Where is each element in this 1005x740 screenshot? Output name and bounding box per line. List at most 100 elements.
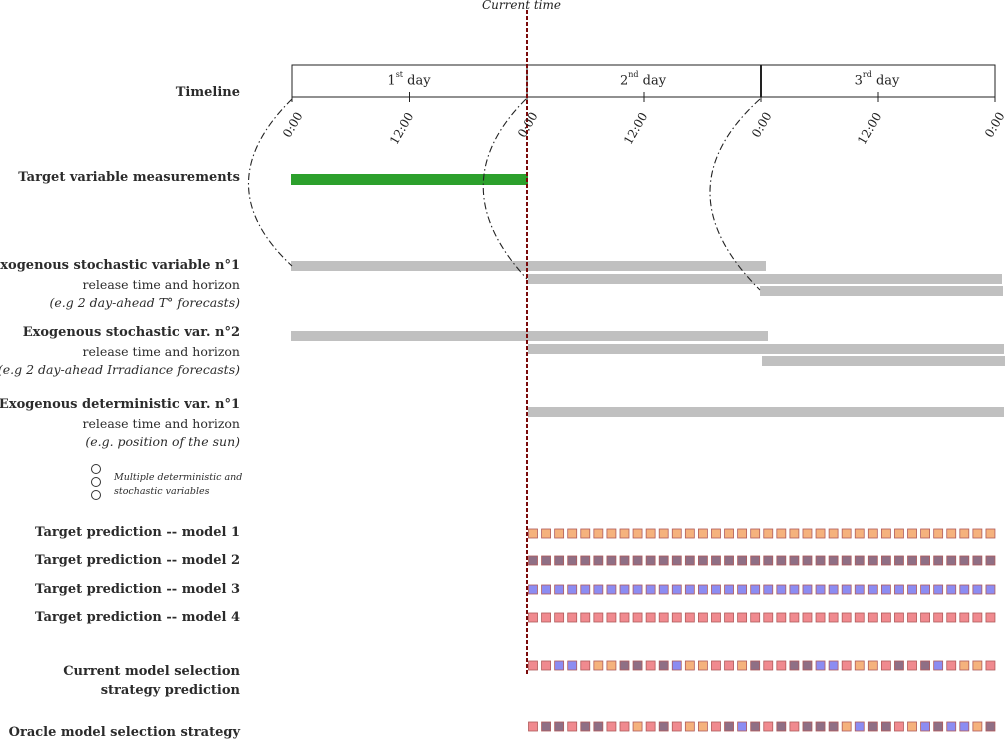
ellipsis-circle [91, 464, 101, 474]
model-3-prediction-square [972, 584, 983, 595]
current-strategy-square [802, 660, 813, 671]
model-2-prediction-square [867, 555, 878, 566]
oracle-strategy-square [920, 721, 930, 732]
current-strategy-square [580, 660, 591, 671]
model-2-prediction-square [933, 555, 944, 566]
model-3-prediction-square [815, 584, 826, 595]
model-3-prediction-square [580, 584, 591, 595]
oracle-strategy-square [554, 721, 565, 732]
model-3-prediction-square [737, 584, 748, 595]
model-2-prediction-square [632, 555, 643, 566]
model-1-prediction-square [684, 528, 695, 539]
oracle-strategy-square [776, 721, 787, 732]
oracle-strategy-square [580, 721, 591, 732]
model-1-prediction-square [619, 528, 630, 539]
model-4-prediction-square [894, 612, 904, 623]
det1-subtitle: release time and horizon [82, 416, 240, 431]
model-1-prediction-square [671, 528, 682, 539]
current-strategy-label-line2: strategy prediction [100, 683, 240, 698]
model-1-prediction-square [737, 528, 748, 539]
model-3-prediction-square [619, 584, 630, 595]
model-2-prediction-square [737, 555, 748, 566]
model-2-prediction-square [593, 555, 604, 566]
model-2-prediction-square [658, 555, 669, 566]
current-strategy-label-line1: Current model selection [63, 664, 240, 679]
model-2-prediction-square [841, 555, 852, 566]
model-1-label: Target prediction -- model 1 [35, 525, 240, 540]
model-1-prediction-square [580, 528, 591, 539]
model-2-prediction-square [554, 555, 565, 566]
model-1-prediction-square [985, 528, 996, 539]
oracle-strategy-square [933, 721, 944, 732]
exo2-subtitle: release time and horizon [82, 344, 240, 359]
model-1-prediction-square [724, 528, 734, 539]
forecast-bar [291, 331, 768, 341]
model-2-prediction-square [828, 555, 839, 566]
model-4-prediction-square [724, 612, 734, 623]
current-strategy-square [567, 660, 578, 671]
current-strategy-square [828, 660, 839, 671]
model-3-prediction-square [776, 584, 787, 595]
model-2-prediction-square [671, 555, 682, 566]
current-strategy-square [593, 660, 604, 671]
model-3-prediction-square [933, 584, 944, 595]
exo1-title: Exogenous stochastic variable n°1 [0, 258, 240, 273]
current-strategy-square [658, 660, 669, 671]
model-3-prediction-square [541, 584, 551, 595]
model-3-prediction-square [645, 584, 656, 595]
model-4-prediction-square [867, 612, 878, 623]
model-2-prediction-square [880, 555, 891, 566]
model-2-prediction-square [907, 555, 917, 566]
oracle-strategy-square [528, 721, 538, 732]
model-3-prediction-square [554, 584, 565, 595]
oracle-strategy-square [658, 721, 669, 732]
current-strategy-square [684, 660, 695, 671]
model-3-prediction-square [985, 584, 996, 595]
model-1-prediction-square [854, 528, 865, 539]
model-3-prediction-square [946, 584, 957, 595]
model-2-prediction-square [854, 555, 865, 566]
current-strategy-square [750, 660, 761, 671]
model-2-prediction-square [567, 555, 578, 566]
oracle-strategy-label: Oracle model selection strategy [8, 725, 240, 740]
ellipsis-circle [91, 490, 101, 500]
oracle-strategy-square [750, 721, 761, 732]
model-1-prediction-square [554, 528, 565, 539]
oracle-strategy-square [907, 721, 917, 732]
release-arc [709, 98, 761, 291]
model-3-prediction-square [724, 584, 734, 595]
current-strategy-square [867, 660, 878, 671]
model-4-label: Target prediction -- model 4 [35, 610, 240, 625]
model-1-prediction-square [946, 528, 957, 539]
model-2-prediction-square [959, 555, 970, 566]
oracle-strategy-square [567, 721, 578, 732]
current-strategy-square [972, 660, 983, 671]
oracle-strategy-square [619, 721, 630, 732]
oracle-strategy-square [841, 721, 852, 732]
model-4-prediction-square [554, 612, 565, 623]
model-2-prediction-square [920, 555, 930, 566]
current-strategy-square [698, 660, 708, 671]
day-3-label: 3rd day [854, 70, 900, 89]
oracle-strategy-square [815, 721, 826, 732]
forecast-bar [762, 356, 1005, 366]
oracle-strategy-square [880, 721, 891, 732]
current-strategy-square [737, 660, 748, 671]
oracle-strategy-square [593, 721, 604, 732]
model-2-prediction-square [789, 555, 800, 566]
current-strategy-square [541, 660, 551, 671]
exo1-subtitle: release time and horizon [82, 277, 240, 292]
model-3-prediction-square [606, 584, 617, 595]
det1-title: Exogenous deterministic var. n°1 [0, 397, 240, 412]
current-strategy-square [645, 660, 656, 671]
model-4-prediction-square [737, 612, 748, 623]
model-2-prediction-square [763, 555, 774, 566]
det1-example: (e.g. position of the sun) [85, 434, 240, 449]
model-4-prediction-square [684, 612, 695, 623]
current-strategy-square [528, 660, 538, 671]
model-1-prediction-square [907, 528, 917, 539]
measurement-bar [291, 174, 528, 185]
model-3-prediction-square [880, 584, 891, 595]
current-strategy-square [946, 660, 957, 671]
